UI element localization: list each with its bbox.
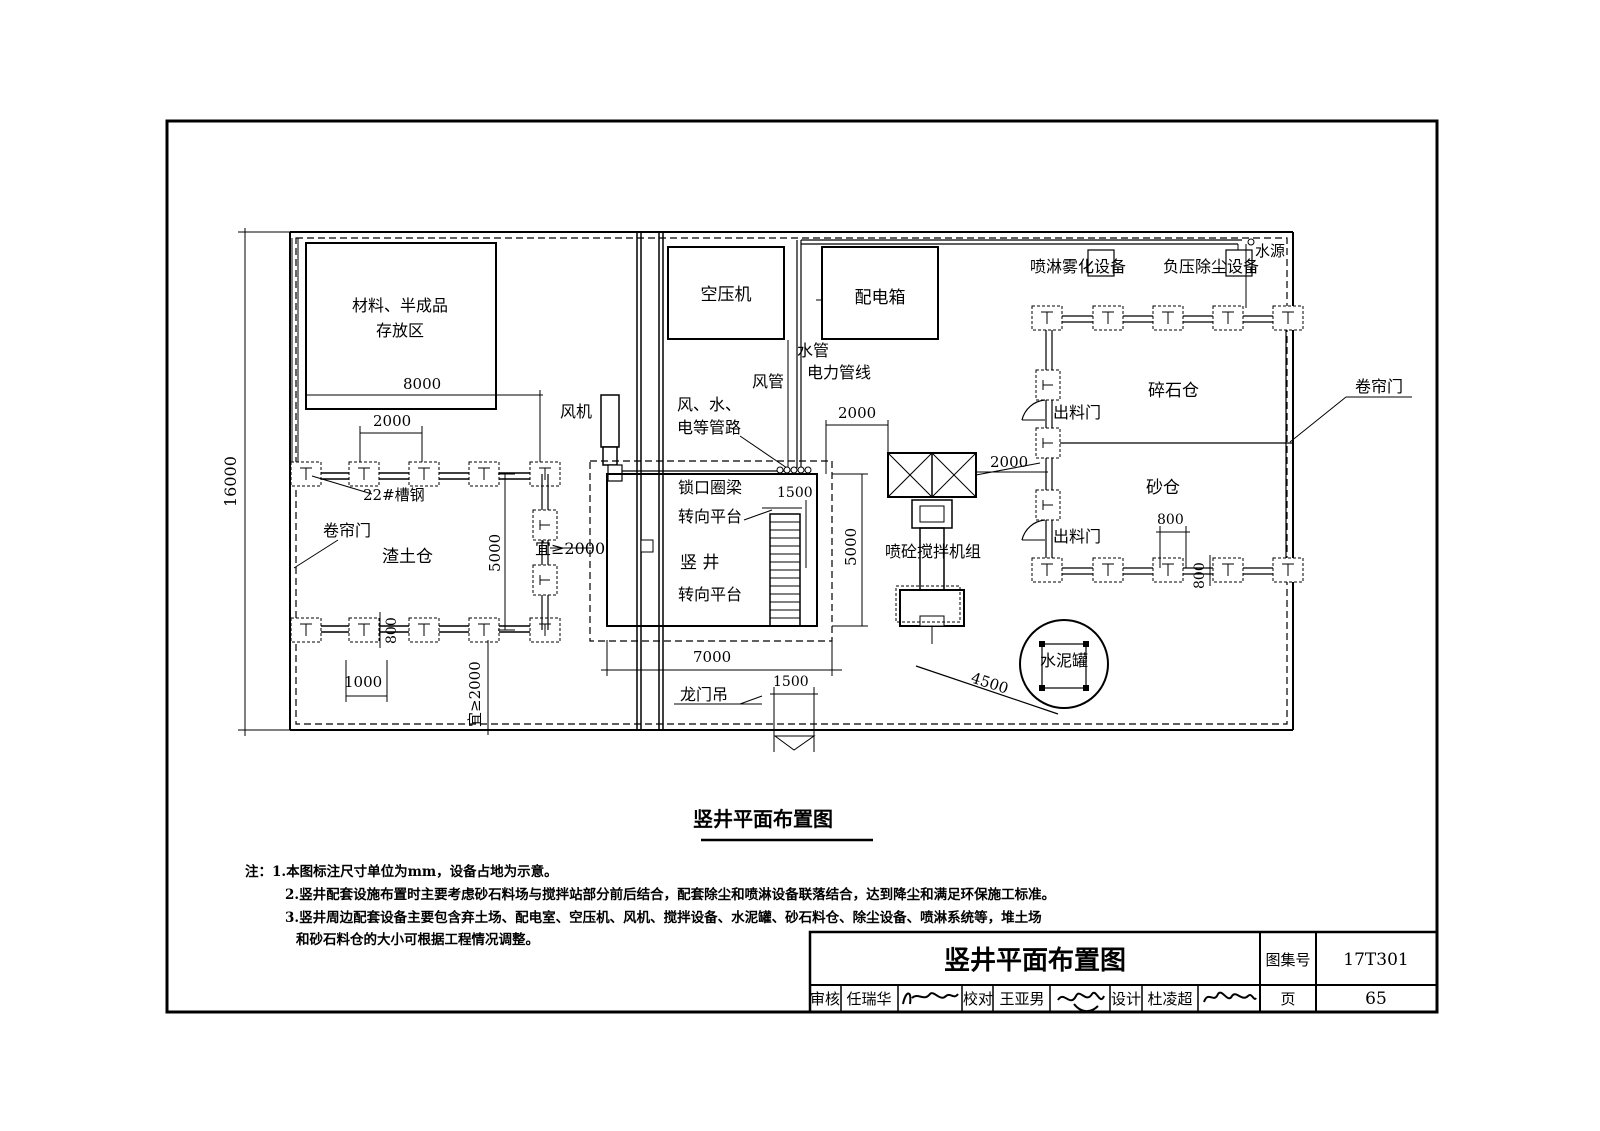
power-line-label: 电力管线 <box>807 363 871 382</box>
shaft-label: 竖 井 <box>680 553 719 573</box>
svg-text:5000: 5000 <box>842 528 860 566</box>
dim-5000-left: 5000 <box>486 473 515 631</box>
page-label: 页 <box>1280 990 1295 1008</box>
distribution-box: 配电箱 <box>821 246 939 340</box>
channel-steel-label: 22#槽钢 <box>363 486 425 504</box>
svg-text:2000: 2000 <box>990 453 1028 471</box>
gravel-bin-label: 碎石仓 <box>1148 381 1199 401</box>
page-number: 65 <box>1365 989 1387 1009</box>
cement-tank-label: 水泥罐 <box>1040 651 1088 670</box>
dim-7000: 7000 <box>601 640 842 676</box>
dim-800-left: 800 <box>384 617 400 644</box>
dim-800-top: 800 <box>1156 512 1190 568</box>
design-label: 设计 <box>1111 990 1141 1008</box>
dim-gte2000-bottom: 宜≥2000 <box>466 640 489 735</box>
svg-text:7000: 7000 <box>693 648 731 666</box>
sheet-border <box>165 119 1439 1014</box>
fan: 风机 <box>560 394 784 482</box>
gantry-crane-label: 龙门吊 <box>680 685 728 704</box>
distribution-box-label: 配电箱 <box>855 288 906 308</box>
water-source-label: 水源 <box>1255 242 1285 260</box>
roller-door-right-label: 卷帘门 <box>1355 377 1403 396</box>
dim-800-right: 800 <box>1192 555 1211 589</box>
designer-name: 杜凌超 <box>1147 990 1192 1008</box>
title-block-title: 竖井平面布置图 <box>944 946 1126 976</box>
pipe-bundle <box>776 466 812 474</box>
discharge-door-bottom-label: 出料门 <box>1053 527 1101 546</box>
svg-text:800: 800 <box>1157 512 1184 528</box>
note-line-1: 注：1.本图标注尺寸单位为mm，设备占地为示意。 <box>245 864 558 880</box>
spray-device-label: 喷淋雾化设备 <box>1030 257 1126 276</box>
material-area-label-2: 存放区 <box>376 321 424 340</box>
concrete-mixer-group: 喷砼搅拌机组 <box>885 452 981 644</box>
dim-gte2000-mid: 宜≥2000 <box>535 539 605 558</box>
material-storage-area: 材料、半成品 存放区 8000 <box>291 238 543 470</box>
review-label: 审核 <box>810 990 840 1008</box>
roller-door-left-label: 卷帘门 <box>323 521 371 540</box>
svg-text:1500: 1500 <box>773 674 809 690</box>
turn-platform-bottom-label: 转向平台 <box>678 585 742 604</box>
svg-text:2000: 2000 <box>838 404 876 422</box>
air-duct-label: 风管 <box>752 372 784 391</box>
drawing-title: 竖井平面布置图 <box>693 807 833 831</box>
check-label: 校对 <box>963 990 993 1008</box>
dim-2000-right: 2000 <box>976 453 1048 473</box>
svg-text:2000: 2000 <box>373 412 411 430</box>
designer-signature <box>1203 991 1257 1003</box>
note-line-2: 2.竖井配套设施布置时主要考虑砂石料场与搅拌站部分前后结合，配套除尘和喷淋设备联… <box>285 887 1056 903</box>
material-area-label-1: 材料、半成品 <box>352 296 448 315</box>
mixer-label: 喷砼搅拌机组 <box>885 542 981 561</box>
svg-text:5000: 5000 <box>486 534 504 572</box>
gantry-crane-rails <box>636 232 664 730</box>
dim-2000-mid: 2000 <box>825 404 889 474</box>
turn-platform-top-label: 转向平台 <box>678 507 742 526</box>
discharge-door-top-label: 出料门 <box>1053 403 1101 422</box>
aggregate-bins: 碎石仓 出料门 砂仓 出料门 <box>1021 305 1304 583</box>
svg-text:4500: 4500 <box>969 669 1011 698</box>
svg-text:16000: 16000 <box>221 456 240 507</box>
sand-bin-label: 砂仓 <box>1146 478 1180 498</box>
dim-16000: 16000 <box>221 228 290 736</box>
muck-bin-label: 渣土仓 <box>382 547 433 567</box>
reviewer-signature <box>902 992 959 1005</box>
pipes-label-1: 风、水、 <box>677 395 741 414</box>
water-pipe-label: 水管 <box>797 341 829 360</box>
spray-dust-devices: 喷淋雾化设备 负压除尘设备 水源 <box>1030 238 1285 308</box>
shaft: 锁口圈梁 1500 转向平台 竖 井 转向平台 <box>589 460 833 642</box>
muck-bin-right-column <box>532 474 558 630</box>
checker-signature <box>1057 991 1105 1012</box>
title-block: 竖井平面布置图 图集号 17T301 审核 任瑞华 校对 王亚男 设计 杜凌超 … <box>808 930 1439 1014</box>
atlas-number: 17T301 <box>1343 950 1408 970</box>
cement-tank: 水泥罐 <box>1019 619 1109 709</box>
utility-pipes <box>787 239 1242 468</box>
svg-text:宜≥2000: 宜≥2000 <box>535 539 605 558</box>
svg-text:1000: 1000 <box>344 673 382 691</box>
dim-8000: 8000 <box>403 375 441 393</box>
fan-label: 风机 <box>560 402 592 421</box>
dim-5000-right: 5000 <box>832 473 868 627</box>
pipes-label-2: 电等管路 <box>677 418 741 437</box>
dim-1000: 1000 <box>344 660 388 702</box>
dust-device-label: 负压除尘设备 <box>1163 257 1259 276</box>
note-line-3: 3.竖井周边配套设备主要包含弃土场、配电室、空压机、风机、搅拌设备、水泥罐、砂石… <box>285 910 1042 926</box>
svg-text:宜≥2000: 宜≥2000 <box>466 661 484 727</box>
atlas-label: 图集号 <box>1265 951 1310 969</box>
channel-steel-top-row <box>290 461 561 487</box>
svg-text:800: 800 <box>1192 562 1208 589</box>
dim-1500-bottom: 1500 <box>770 674 818 752</box>
lock-beam-label: 锁口圈梁 <box>678 478 742 497</box>
compressor-label: 空压机 <box>701 285 752 305</box>
dim-2000-top: 2000 <box>359 412 423 462</box>
checker-name: 王亚男 <box>999 990 1044 1008</box>
note-line-4: 和砂石料仓的大小可根据工程情况调整。 <box>296 932 539 948</box>
channel-steel-bottom-row <box>290 617 561 643</box>
reviewer-name: 任瑞华 <box>846 990 891 1008</box>
air-compressor: 空压机 <box>667 246 785 340</box>
dim-1500-top: 1500 <box>777 485 813 501</box>
